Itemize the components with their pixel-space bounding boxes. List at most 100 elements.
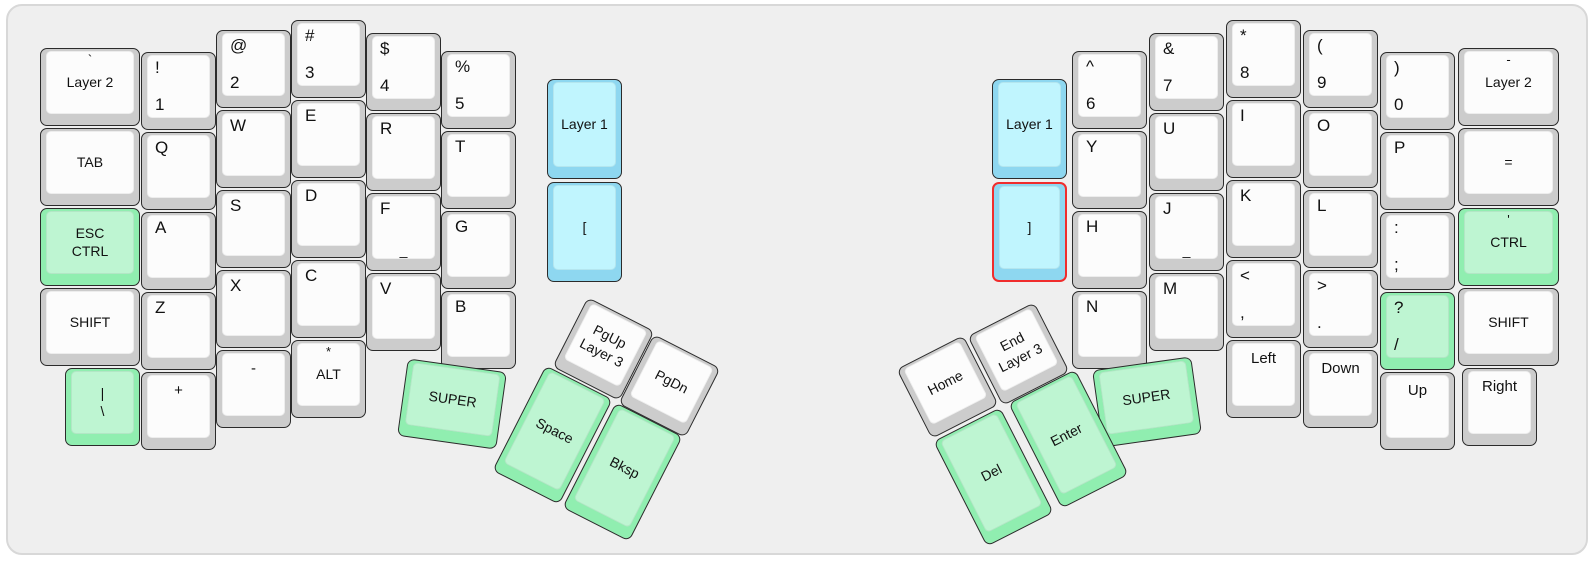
key-semicolon[interactable]: :;	[1380, 212, 1455, 290]
keycap-surface: =	[1464, 131, 1553, 194]
key-9[interactable]: (9	[1303, 30, 1378, 108]
key-v[interactable]: V	[366, 273, 441, 351]
key-legend: Layer 2	[1485, 74, 1532, 90]
keycap-surface: S	[222, 193, 285, 256]
keycap-surface: E	[297, 103, 360, 166]
keycap-surface: -Layer 2	[1464, 51, 1553, 114]
key-comma[interactable]: <,	[1226, 260, 1301, 338]
key-2[interactable]: @2	[216, 30, 291, 108]
key-period[interactable]: >.	[1303, 270, 1378, 348]
key-right-bracket[interactable]: ]	[992, 182, 1067, 282]
keycap-surface: H	[1078, 214, 1141, 277]
key-i[interactable]: I	[1226, 100, 1301, 178]
keycap-surface: O	[1309, 113, 1372, 176]
key-slash[interactable]: ?/	[1380, 292, 1455, 370]
key-legend: L	[1317, 196, 1327, 215]
keycap-surface: ?/	[1386, 295, 1449, 358]
key-right[interactable]: Right	[1462, 368, 1537, 446]
key-b[interactable]: B	[441, 291, 516, 369]
key-super-right[interactable]: SUPER	[1092, 356, 1202, 448]
key-legend: `	[87, 52, 93, 67]
key-x[interactable]: X	[216, 270, 291, 348]
key-legend: W	[230, 116, 247, 135]
key-legend: 2	[230, 73, 240, 92]
key-shift-right[interactable]: SHIFT	[1458, 288, 1559, 366]
key-equals[interactable]: =	[1458, 128, 1559, 206]
key-u[interactable]: U	[1149, 113, 1224, 191]
key-legend: S	[230, 196, 242, 215]
key-ctrl-quote[interactable]: 'CTRL	[1458, 208, 1559, 286]
key-layer1-right[interactable]: Layer 1	[992, 79, 1067, 179]
key-legend: Left	[1250, 350, 1277, 367]
key-legend: C	[305, 266, 318, 285]
keycap-surface: F_	[372, 196, 435, 259]
key-left-bracket[interactable]: [	[547, 182, 622, 282]
key-legend: Y	[1086, 137, 1098, 156]
key-legend: SUPER	[1121, 385, 1172, 409]
key-p[interactable]: P	[1380, 132, 1455, 210]
keycap-surface: ]	[999, 186, 1060, 269]
key-c[interactable]: C	[291, 260, 366, 338]
key-k[interactable]: K	[1226, 180, 1301, 258]
key-1[interactable]: !1	[141, 52, 216, 130]
keycap-surface: C	[297, 263, 360, 326]
key-left[interactable]: Left	[1226, 340, 1301, 418]
key-d[interactable]: D	[291, 180, 366, 258]
key-pipe-backslash[interactable]: |\	[65, 368, 140, 446]
key-t[interactable]: T	[441, 131, 516, 209]
key-legend: J	[1163, 199, 1172, 218]
key-shift-left[interactable]: SHIFT	[40, 288, 140, 366]
key-layer2-left[interactable]: `Layer 2	[40, 48, 140, 126]
key-w[interactable]: W	[216, 110, 291, 188]
key-minus-left[interactable]: -	[216, 350, 291, 428]
key-layer1-left[interactable]: Layer 1	[547, 79, 622, 179]
key-layer2-right[interactable]: -Layer 2	[1458, 48, 1559, 126]
key-down[interactable]: Down	[1303, 350, 1378, 428]
key-legend: .	[1317, 313, 1322, 332]
key-legend: )	[1394, 58, 1400, 77]
key-6[interactable]: ^6	[1072, 51, 1147, 129]
key-r[interactable]: R	[366, 113, 441, 191]
key-3[interactable]: #3	[291, 20, 366, 98]
key-alt[interactable]: *ALT	[291, 340, 366, 418]
key-h[interactable]: H	[1072, 211, 1147, 289]
key-m[interactable]: M	[1149, 273, 1224, 351]
key-j[interactable]: J_	[1149, 193, 1224, 271]
key-l[interactable]: L	[1303, 190, 1378, 268]
key-tab[interactable]: TAB	[40, 128, 140, 206]
key-f[interactable]: F_	[366, 193, 441, 271]
key-a[interactable]: A	[141, 212, 216, 290]
key-legend: 0	[1394, 95, 1404, 114]
key-g[interactable]: G	[441, 211, 516, 289]
key-legend: B	[455, 297, 467, 316]
key-legend: O	[1317, 116, 1331, 135]
key-o[interactable]: O	[1303, 110, 1378, 188]
key-plus[interactable]: +	[141, 372, 216, 450]
keycap-surface: <,	[1232, 263, 1295, 326]
keycap-surface: Layer 1	[553, 82, 616, 167]
key-q[interactable]: Q	[141, 132, 216, 210]
keycap-surface: P	[1386, 135, 1449, 198]
key-super-left[interactable]: SUPER	[397, 358, 507, 450]
key-7[interactable]: &7	[1149, 33, 1224, 111]
keycap-surface: :;	[1386, 215, 1449, 278]
key-5[interactable]: %5	[441, 51, 516, 129]
key-legend: [	[582, 219, 587, 235]
key-s[interactable]: S	[216, 190, 291, 268]
key-y[interactable]: Y	[1072, 131, 1147, 209]
key-up[interactable]: Up	[1380, 372, 1455, 450]
key-legend: ALT	[316, 366, 341, 382]
key-legend: *	[1240, 26, 1247, 45]
key-n[interactable]: N	[1072, 291, 1147, 369]
keycap-surface: [	[553, 185, 616, 270]
key-e[interactable]: E	[291, 100, 366, 178]
key-legend: U	[1163, 119, 1176, 138]
key-legend: G	[455, 217, 469, 236]
key-0[interactable]: )0	[1380, 52, 1455, 130]
key-8[interactable]: *8	[1226, 20, 1301, 98]
key-z[interactable]: Z	[141, 292, 216, 370]
key-4[interactable]: $4	[366, 33, 441, 111]
